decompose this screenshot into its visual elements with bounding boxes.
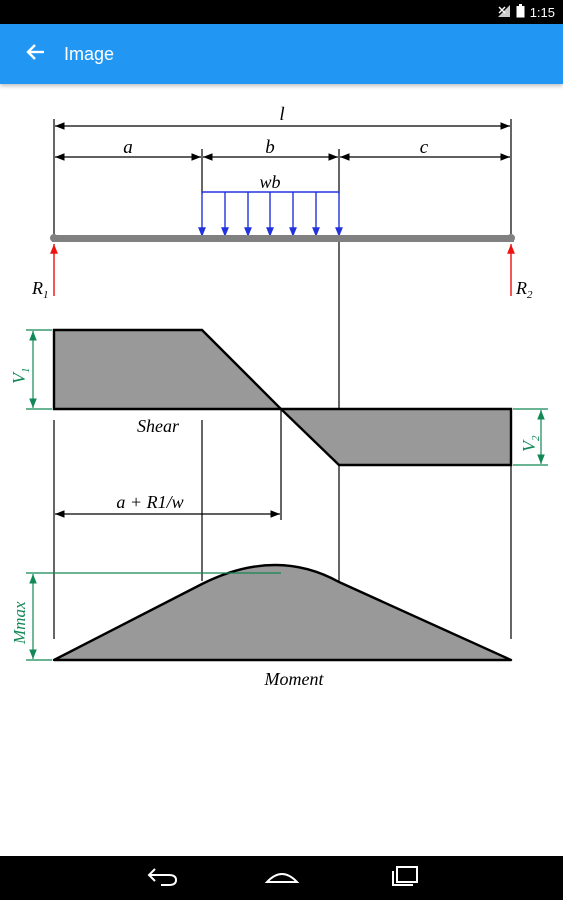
home-icon [263,865,301,891]
battery-icon [516,3,525,22]
shear-negative-region [278,407,513,467]
label-max-location: a + R1/w [116,492,183,512]
label-mmax: Mmax [10,601,29,645]
label-shear: Shear [137,416,180,436]
app-title: Image [64,44,115,64]
left-support [50,234,58,242]
label-span-total: l [279,104,284,125]
label-reaction-left: R1 [31,278,49,301]
moment-region [52,563,513,662]
label-load: wb [259,172,280,192]
label-span-b: b [265,137,275,158]
status-time: 1:15 [529,4,555,20]
status-icons: 1:15 [497,3,555,21]
label-span-a: a [123,137,133,158]
shear-positive-region [52,328,284,411]
recents-icon [388,865,420,891]
label-span-c: c [420,137,429,158]
nav-recents-button[interactable] [384,864,424,892]
nav-back-button[interactable] [142,864,182,892]
label-v2: V2 [519,435,542,452]
label-reaction-right: R2 [515,278,533,301]
back-button[interactable] [18,36,54,72]
right-support [507,234,515,242]
label-v1: V1 [9,368,32,385]
beam-diagram-svg: l a b c wb R1 R2 Shear [9,104,548,689]
navigation-bar [0,856,563,900]
no-signal-icon [497,3,511,22]
arrow-back-icon [26,42,46,66]
distributed-load [198,191,343,237]
label-moment: Moment [264,669,325,689]
beam [52,235,514,242]
extension-lines [53,119,512,639]
status-bar: 1:15 [0,0,563,24]
back-icon [145,865,179,891]
app-bar: Image [0,24,563,84]
nav-home-button[interactable] [262,864,302,892]
beam-diagram: l a b c wb R1 R2 Shear [0,84,563,856]
